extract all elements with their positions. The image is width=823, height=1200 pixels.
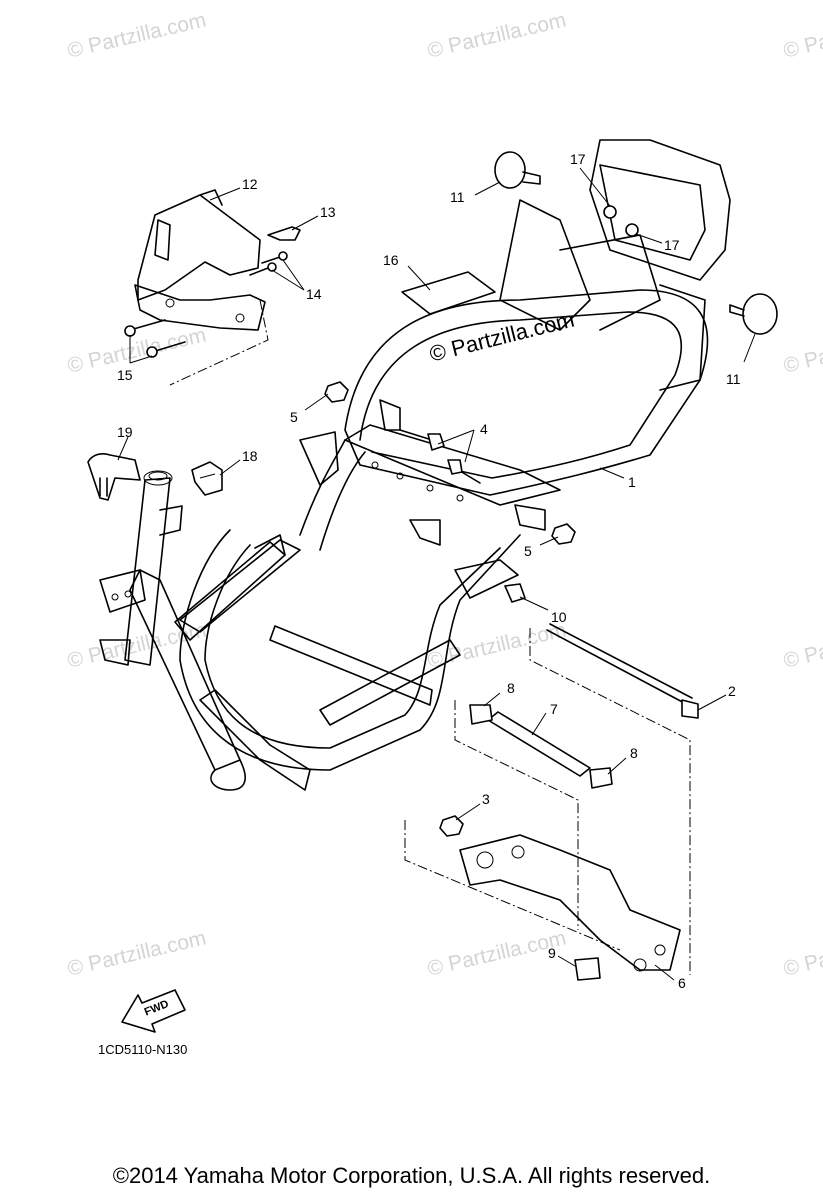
callout-14: 14 (306, 286, 322, 302)
copyright-footer: ©2014 Yamaha Motor Corporation, U.S.A. A… (112, 1163, 711, 1188)
head-pipe (99, 470, 183, 666)
damper-10 (504, 583, 526, 603)
callout-9: 9 (548, 945, 556, 961)
clip-13 (267, 226, 301, 241)
callout-6: 6 (678, 975, 686, 991)
grommet-17 (603, 205, 617, 219)
stopper-9 (574, 957, 601, 981)
nut-3 (439, 815, 464, 837)
bolts-15 (124, 319, 186, 358)
diagram-code: 1CD5110-N130 (98, 1042, 188, 1057)
leader-lines (117, 167, 756, 981)
callout-4: 4 (480, 421, 488, 437)
callout-8a: 8 (507, 680, 515, 696)
callout-16: 16 (383, 252, 399, 268)
callout-7: 7 (550, 701, 558, 717)
nut-5 (324, 381, 349, 403)
main-frame (129, 139, 731, 791)
callout-5a: 5 (290, 409, 298, 425)
callout-8b: 8 (630, 745, 638, 761)
label-16 (401, 271, 496, 315)
clip-18 (191, 461, 223, 496)
callout-1: 1 (628, 474, 636, 490)
callout-10: 10 (551, 609, 567, 625)
mount-bracket-6 (459, 834, 681, 972)
bush-8 (469, 704, 493, 725)
callout-18: 18 (242, 448, 258, 464)
callout-5b: 5 (524, 543, 532, 559)
bracket-19 (87, 453, 141, 501)
callout-13: 13 (320, 204, 336, 220)
bracket-12 (134, 189, 269, 386)
long-bolt-2 (529, 623, 699, 975)
callout-3: 3 (482, 791, 490, 807)
fwd-arrow: FWD (121, 989, 186, 1033)
callout-11a: 11 (450, 189, 465, 205)
cap-11-right (729, 293, 778, 335)
callout-11b: 11 (726, 371, 741, 387)
bolts-4 (399, 429, 481, 484)
callout-2: 2 (728, 683, 736, 699)
callout-17a: 17 (570, 151, 586, 167)
callout-17b: 17 (664, 237, 680, 253)
callout-15: 15 (117, 367, 133, 383)
callout-12: 12 (242, 176, 258, 192)
callout-19: 19 (117, 424, 133, 440)
grommet-17 (625, 223, 639, 237)
cap-11-left (494, 151, 541, 189)
nut-5 (551, 523, 576, 545)
screws-14 (249, 251, 288, 276)
bush-8 (589, 767, 613, 789)
sleeve-7 (487, 711, 591, 777)
